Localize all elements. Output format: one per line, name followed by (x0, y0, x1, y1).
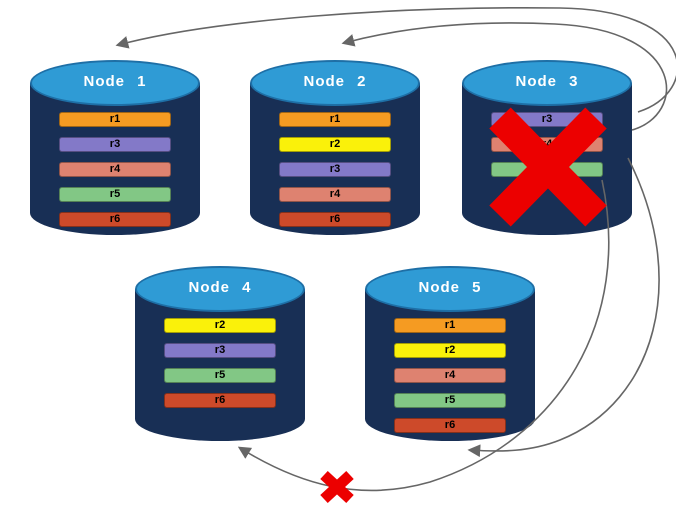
replica-bar-r5: r5 (491, 162, 603, 177)
node3-cylinder-top: Node 3 (462, 60, 632, 106)
node-cylinder-1: r1 r3 r4 r5 r6 Node 1 (30, 60, 200, 236)
node1-replica-list: r1 r3 r4 r5 r6 (59, 112, 171, 237)
replica-bar-r4: r4 (394, 368, 506, 383)
replica-bar-r5: r5 (59, 187, 171, 202)
node5-title: Node 5 (418, 279, 482, 296)
replica-bar-r6: r6 (394, 418, 506, 433)
replica-bar-r1: r1 (59, 112, 171, 127)
node3-title: Node 3 (515, 73, 579, 90)
replica-bar-r4: r4 (491, 137, 603, 152)
replica-bar-r3: r3 (491, 112, 603, 127)
replica-bar-r1: r1 (394, 318, 506, 333)
node4-cylinder-top: Node 4 (135, 266, 305, 312)
node2-cylinder-top: Node 2 (250, 60, 420, 106)
replica-bar-r2: r2 (279, 137, 391, 152)
replica-bar-r2: r2 (164, 318, 276, 333)
replica-bar-r3: r3 (164, 343, 276, 358)
node3-replica-list: r3 r4 r5 (491, 112, 603, 187)
replica-bar-r5: r5 (394, 393, 506, 408)
replica-bar-r6: r6 (164, 393, 276, 408)
replica-bar-r3: r3 (59, 137, 171, 152)
failed-transfer-x-icon (320, 470, 354, 504)
replica-bar-r4: r4 (59, 162, 171, 177)
replica-bar-r1: r1 (279, 112, 391, 127)
node2-replica-list: r1 r2 r3 r4 r6 (279, 112, 391, 237)
node1-title: Node 1 (83, 73, 147, 90)
node4-replica-list: r2 r3 r5 r6 (164, 318, 276, 418)
replica-bar-r2: r2 (394, 343, 506, 358)
node4-title: Node 4 (188, 279, 252, 296)
node2-title: Node 2 (303, 73, 367, 90)
node5-cylinder-top: Node 5 (365, 266, 535, 312)
node-cylinder-3: r3 r4 r5 Node 3 (462, 60, 632, 236)
node-cylinder-4: r2 r3 r5 r6 Node 4 (135, 266, 305, 442)
node5-replica-list: r1 r2 r4 r5 r6 (394, 318, 506, 443)
replica-bar-r6: r6 (59, 212, 171, 227)
replica-bar-r6: r6 (279, 212, 391, 227)
node-cylinder-5: r1 r2 r4 r5 r6 Node 5 (365, 266, 535, 442)
node-cylinder-2: r1 r2 r3 r4 r6 Node 2 (250, 60, 420, 236)
replica-bar-r5: r5 (164, 368, 276, 383)
replica-bar-r3: r3 (279, 162, 391, 177)
replica-bar-r4: r4 (279, 187, 391, 202)
node1-cylinder-top: Node 1 (30, 60, 200, 106)
